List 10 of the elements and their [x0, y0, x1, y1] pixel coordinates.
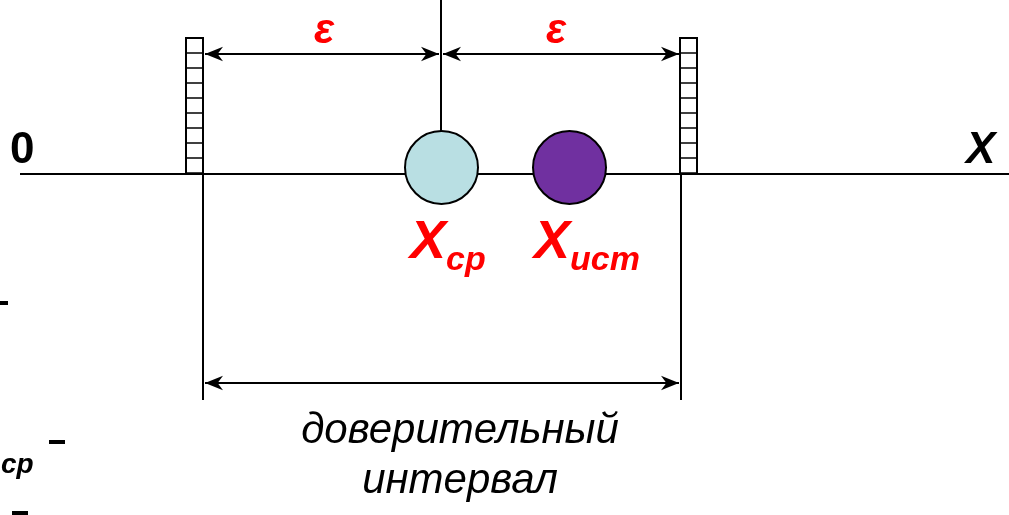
interval-caption: доверительный интервал [300, 404, 620, 505]
epsilon-label: ε [546, 8, 567, 50]
point-circle [532, 130, 607, 205]
origin-label: 0 [10, 126, 35, 170]
point-label: X$_{ср}$ [410, 212, 486, 275]
subscript-fragment: ср [1, 450, 34, 478]
point-circle [404, 130, 479, 205]
epsilon-label: ε [314, 8, 335, 50]
axis-label: X [966, 126, 996, 170]
point-label: X$_{ист}$ [534, 212, 640, 275]
